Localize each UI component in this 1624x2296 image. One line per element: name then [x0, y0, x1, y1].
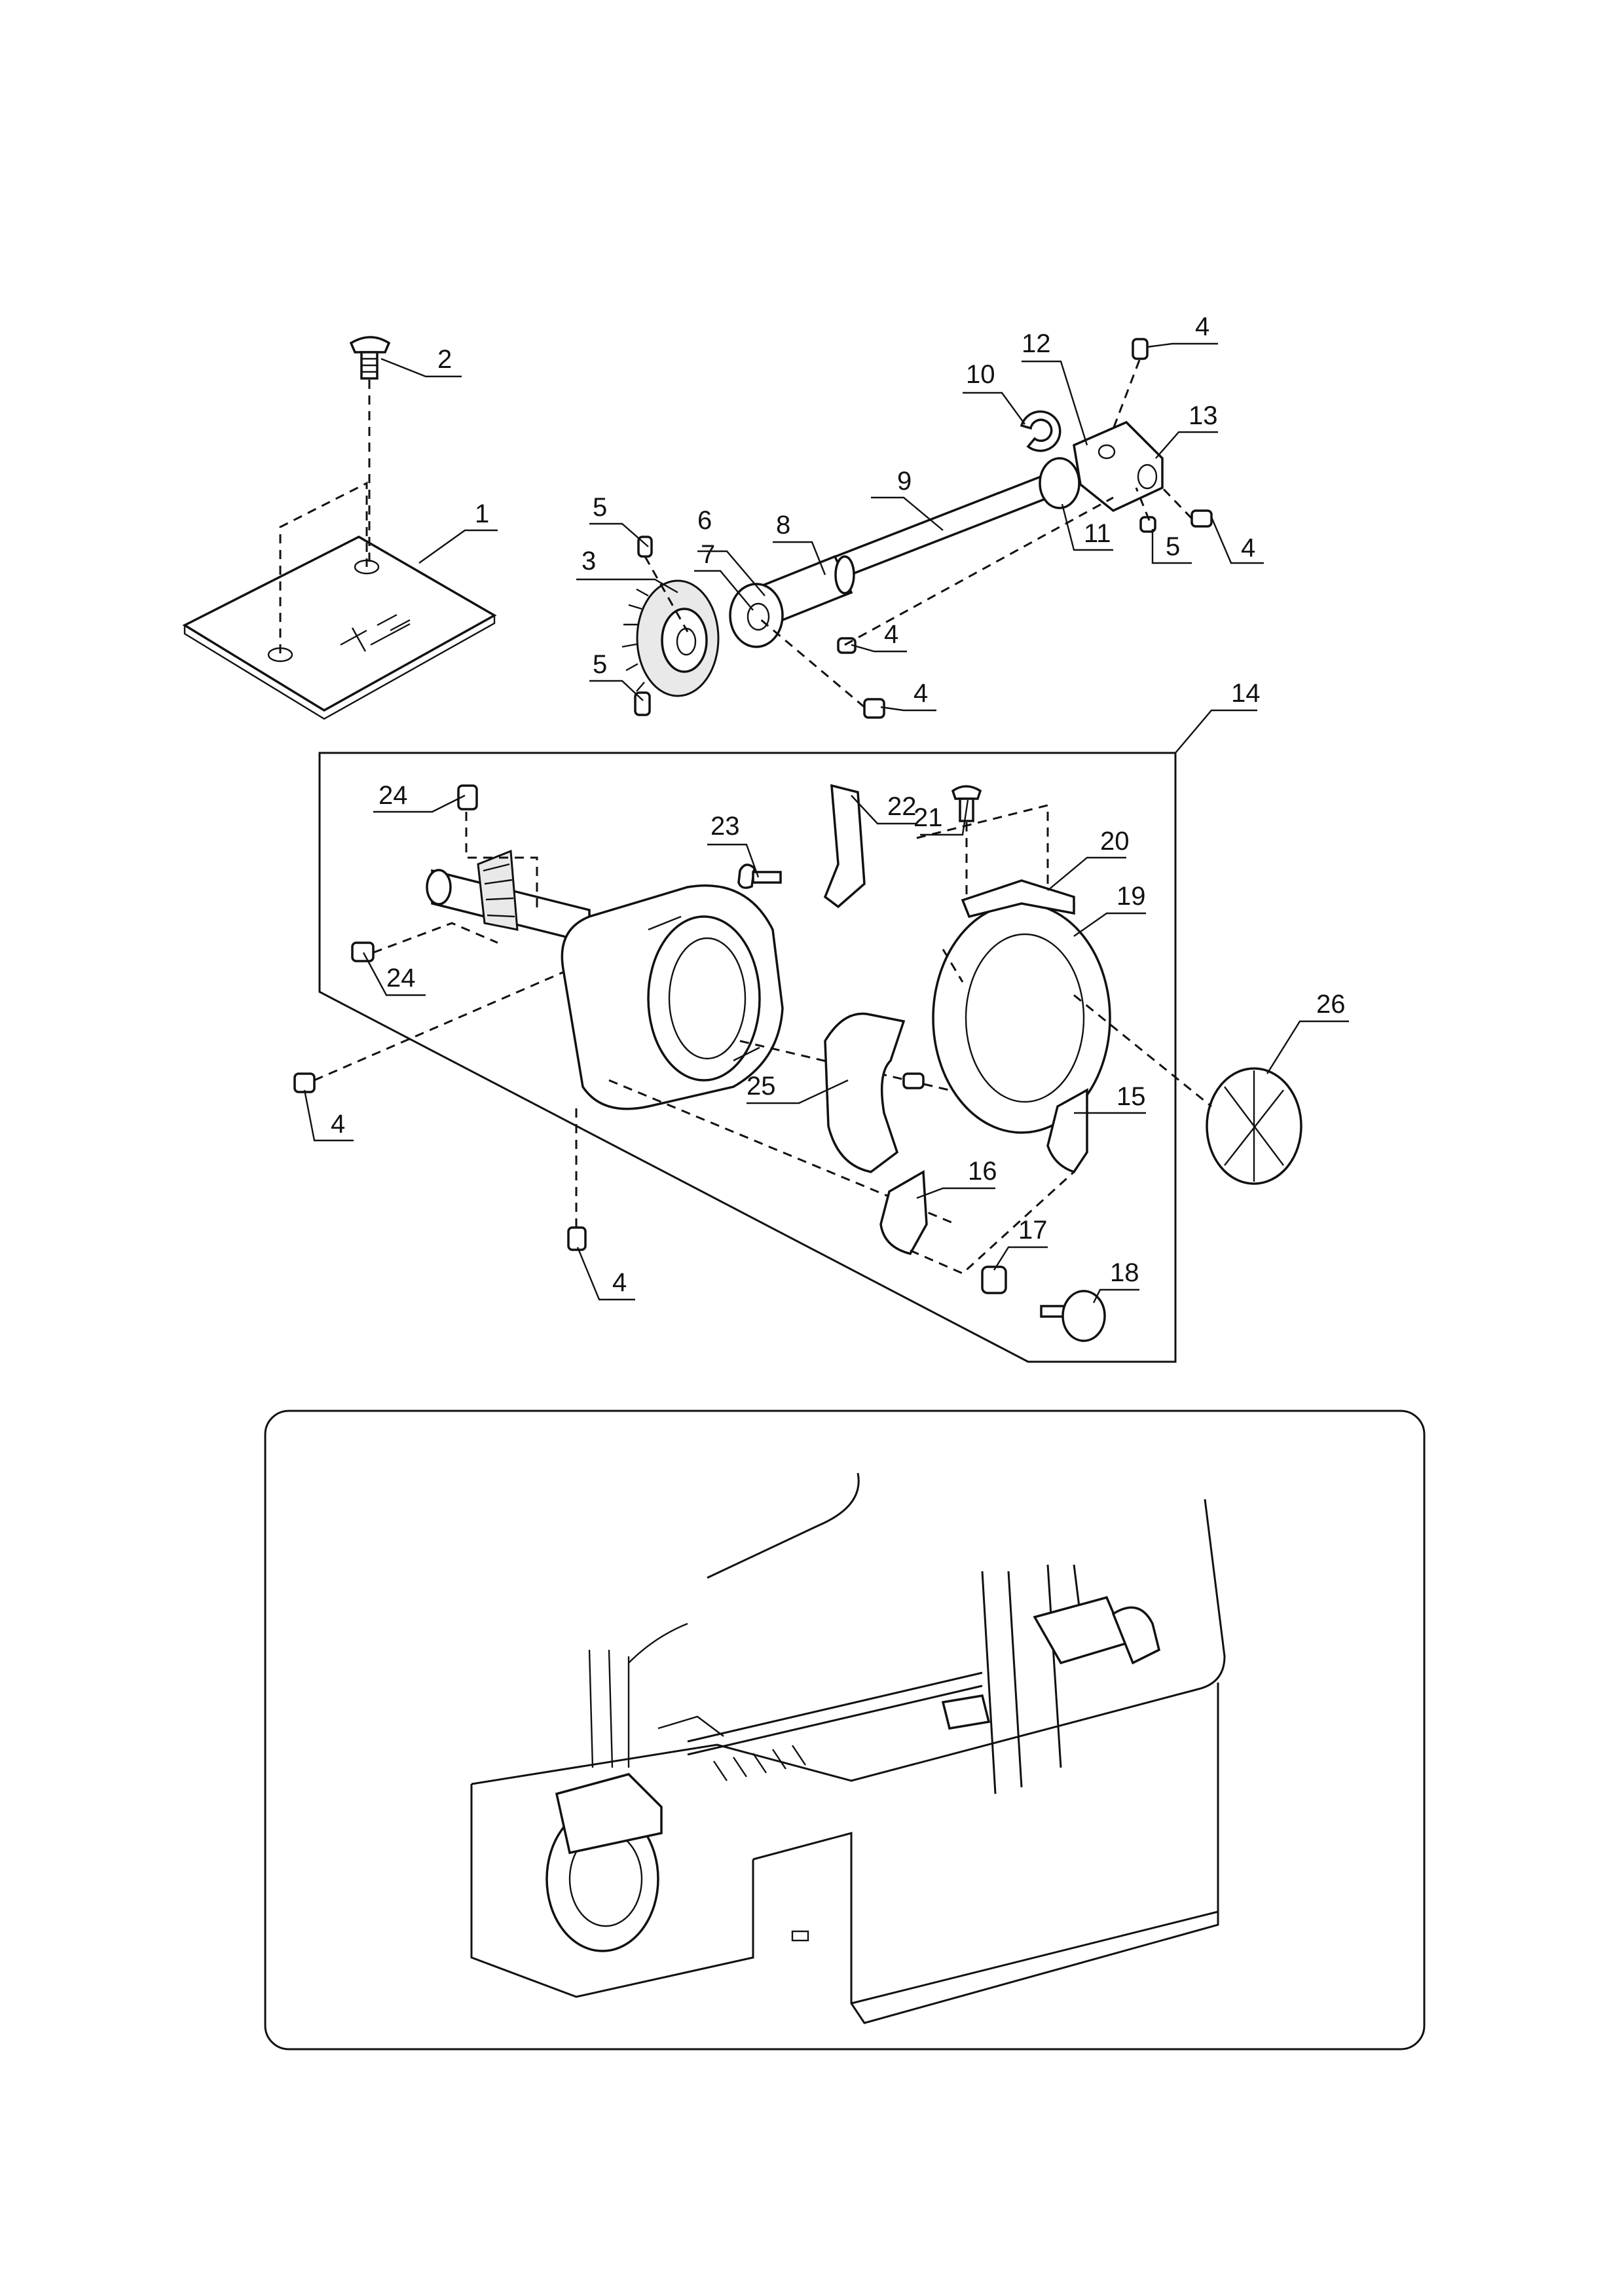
callout-10: 10 — [966, 360, 995, 389]
callout-9: 9 — [897, 467, 912, 496]
callout-25: 25 — [747, 1072, 776, 1101]
spring — [981, 1266, 1007, 1294]
callout-labels: 1 2 3 4 4 4 4 4 4 5 5 5 6 7 8 9 10 11 12… — [331, 312, 1346, 1297]
callout-5c: 5 — [1166, 532, 1180, 561]
hook-assembly — [293, 784, 1302, 1342]
callout-16: 16 — [968, 1157, 997, 1186]
needle-plate-group — [182, 336, 497, 720]
callout-23: 23 — [710, 812, 740, 841]
callout-4a: 4 — [1195, 312, 1209, 341]
callout-12: 12 — [1022, 329, 1051, 358]
callout-15: 15 — [1116, 1082, 1146, 1111]
bobbin-case-holder — [824, 1012, 906, 1173]
callout-24b: 24 — [386, 964, 416, 993]
crank — [1073, 420, 1164, 513]
callout-4e: 4 — [331, 1110, 345, 1139]
callout-20: 20 — [1100, 827, 1130, 856]
needle-plate — [182, 536, 497, 712]
callout-7: 7 — [701, 540, 715, 569]
callout-19: 19 — [1116, 882, 1146, 911]
callout-21: 21 — [913, 803, 943, 832]
lever — [1046, 1088, 1088, 1174]
latch — [823, 784, 866, 909]
callout-2: 2 — [437, 345, 452, 374]
shaft-assembly — [621, 338, 1213, 719]
callout-11: 11 — [1084, 519, 1111, 548]
spring-clip — [961, 879, 1075, 919]
retaining-ring — [1020, 410, 1061, 452]
callout-4f: 4 — [612, 1268, 627, 1297]
thumb-screw — [1061, 1290, 1106, 1342]
callout-4b: 4 — [1241, 534, 1255, 562]
leader-lines — [303, 342, 1349, 1303]
callout-1: 1 — [475, 500, 489, 528]
hook-assembly-frame — [318, 752, 1177, 1363]
callout-17: 17 — [1018, 1216, 1048, 1245]
machine-location-inset — [264, 1410, 1426, 2050]
callout-4d: 4 — [913, 679, 928, 708]
callout-4c: 4 — [884, 620, 898, 649]
callout-8: 8 — [776, 511, 790, 539]
plate-screw — [349, 336, 391, 354]
callout-3: 3 — [581, 547, 596, 575]
callout-5a: 5 — [593, 493, 607, 522]
callout-13: 13 — [1189, 401, 1218, 430]
bearing — [1039, 457, 1080, 509]
callout-24a: 24 — [378, 781, 408, 810]
callout-14: 14 — [1231, 679, 1261, 708]
callout-5b: 5 — [593, 650, 607, 679]
callout-18: 18 — [1110, 1258, 1139, 1287]
callout-26: 26 — [1316, 990, 1346, 1019]
callout-22: 22 — [887, 792, 917, 821]
callout-6: 6 — [697, 506, 712, 535]
